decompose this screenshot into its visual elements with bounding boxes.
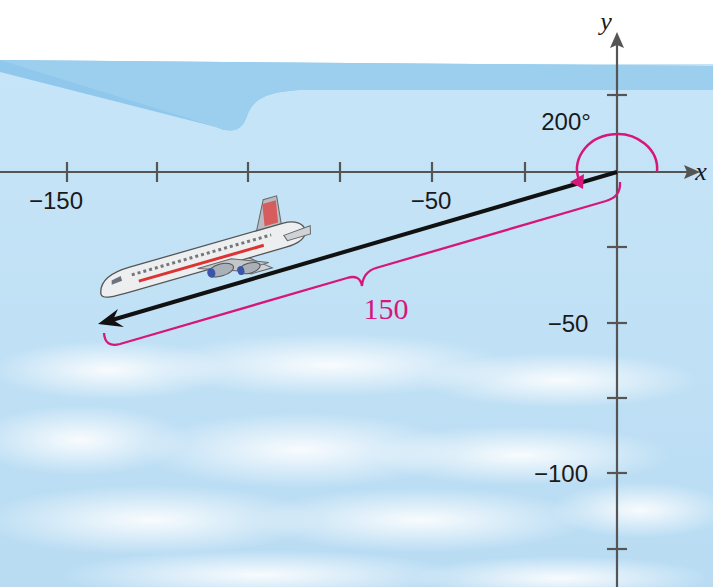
magnitude-label: 150 xyxy=(364,294,409,324)
y-tick-value: −50 xyxy=(548,312,589,336)
y-tick xyxy=(607,397,627,399)
x-tick xyxy=(524,162,526,182)
x-tick-value: −50 xyxy=(411,189,452,213)
x-tick xyxy=(247,162,249,182)
y-tick xyxy=(607,94,627,96)
y-tick xyxy=(607,322,627,324)
y-tick xyxy=(607,472,627,474)
x-tick-value: −150 xyxy=(29,189,83,213)
x-tick xyxy=(339,162,341,182)
x-tick xyxy=(156,162,158,182)
y-tick xyxy=(607,246,627,248)
axis-label: x xyxy=(695,159,707,185)
y-tick xyxy=(607,548,627,550)
axis-label: y xyxy=(600,9,612,35)
angle-label: 200° xyxy=(541,110,591,134)
y-tick-value: −100 xyxy=(534,462,588,486)
x-tick xyxy=(431,162,433,182)
x-tick xyxy=(66,162,68,182)
